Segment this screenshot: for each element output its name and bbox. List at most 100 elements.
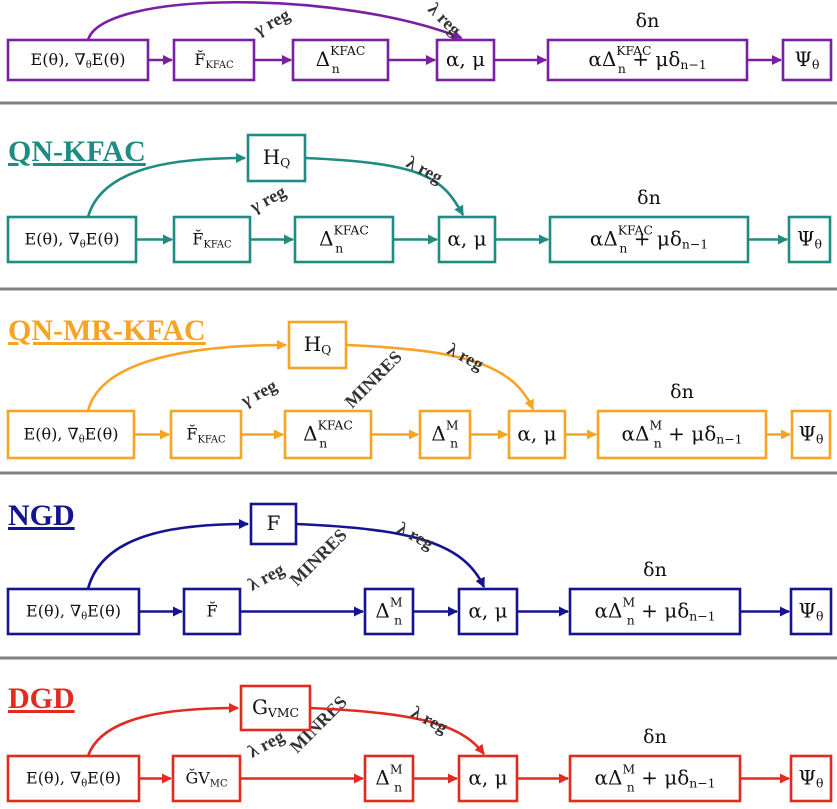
pre-text: F̆ [206,601,217,620]
deltan-text: δn [670,381,694,403]
psi-node: Ψθ [781,38,833,82]
lambda-reg-label: λ reg [424,0,465,40]
gamma-reg-label: γ reg [237,375,280,411]
psi-box [789,754,833,803]
update-box [546,38,749,82]
psi-node: Ψθ [787,215,832,264]
lambda-reg-label: λ reg [244,726,287,761]
aux-text: F [267,511,281,535]
pre-text: F̆KFAC [192,229,231,250]
pre-text: F̆KFAC [186,424,225,445]
curve-arrow-to-aux [86,519,249,590]
step-node: α, μ [437,215,497,264]
energy-box [6,38,150,82]
aux-node: F [249,502,298,546]
delta-box [291,38,390,82]
step-text: α, μ [447,226,486,250]
aux-box [239,684,312,732]
pre-node: F̆KFAC [172,38,256,82]
curve-arrow-to-step [345,343,535,410]
deltan-text: δn [636,10,660,32]
lambda-reg-label: λ reg [408,702,451,737]
deltan-text: δn [643,559,667,581]
step-text: α, μ [517,421,556,445]
lambda-reg-label: λ reg [244,559,287,594]
psi-node: Ψθ [789,754,833,803]
step-text: α, μ [468,765,507,789]
update-box [568,754,742,803]
lambda-reg-label: λ reg [394,518,437,553]
pre-node: ĞVMC [171,754,242,803]
psi-node: Ψθ [789,587,833,636]
curve-arrow-to-aux [86,703,239,757]
step-node: α, μ [435,38,496,82]
update-box [568,587,742,636]
step-node: α, μ [507,409,567,460]
pre-box [172,38,256,82]
energy-box [6,587,141,636]
step-box [457,754,519,803]
section-title: QN-KFAC [8,135,146,168]
curve-arrow-to-step [309,706,486,755]
curve-arrow-to-step [304,156,465,216]
pre-node: F̆KFAC [169,409,243,460]
psi-box [790,409,832,460]
lambda-reg-label: λ reg [403,152,446,187]
energy-text: E(θ), ∇θE(θ) [26,601,121,622]
energy-text: E(θ), ∇θE(θ) [31,50,126,71]
aux-text: HQ [304,332,332,357]
psi-box [781,38,833,82]
energy-text: E(θ), ∇θE(θ) [26,768,121,789]
curve-arrow-to-step [86,0,463,41]
minres-label: MINRES [341,347,406,412]
energy-node: E(θ), ∇θE(θ) [6,38,150,82]
aux-text: HQ [263,145,291,170]
pre-node: F̆KFAC [172,215,252,264]
psi-box [789,587,833,636]
curve-arrow-to-aux [86,340,287,412]
step-box [437,215,497,264]
pre-text: ĞVMC [185,767,227,789]
pre-text: F̆KFAC [194,50,233,71]
energy-box [6,754,141,803]
gamma-reg-label: γ reg [246,181,289,217]
energy-node: E(θ), ∇θE(θ) [6,409,136,460]
section-title: NGD [8,499,75,532]
step-node: α, μ [457,754,519,803]
aux-node: HQ [246,133,307,183]
pre-node: F̆ [182,587,242,636]
step-text: α, μ [446,47,485,71]
energy-node: E(θ), ∇θE(θ) [6,215,138,264]
pre-box [182,587,242,636]
aux-box [246,133,307,183]
aux-text: GVMC [252,695,299,720]
delta-box [283,409,373,460]
psi-text: Ψθ [798,598,823,623]
step-node: α, μ [457,587,519,636]
